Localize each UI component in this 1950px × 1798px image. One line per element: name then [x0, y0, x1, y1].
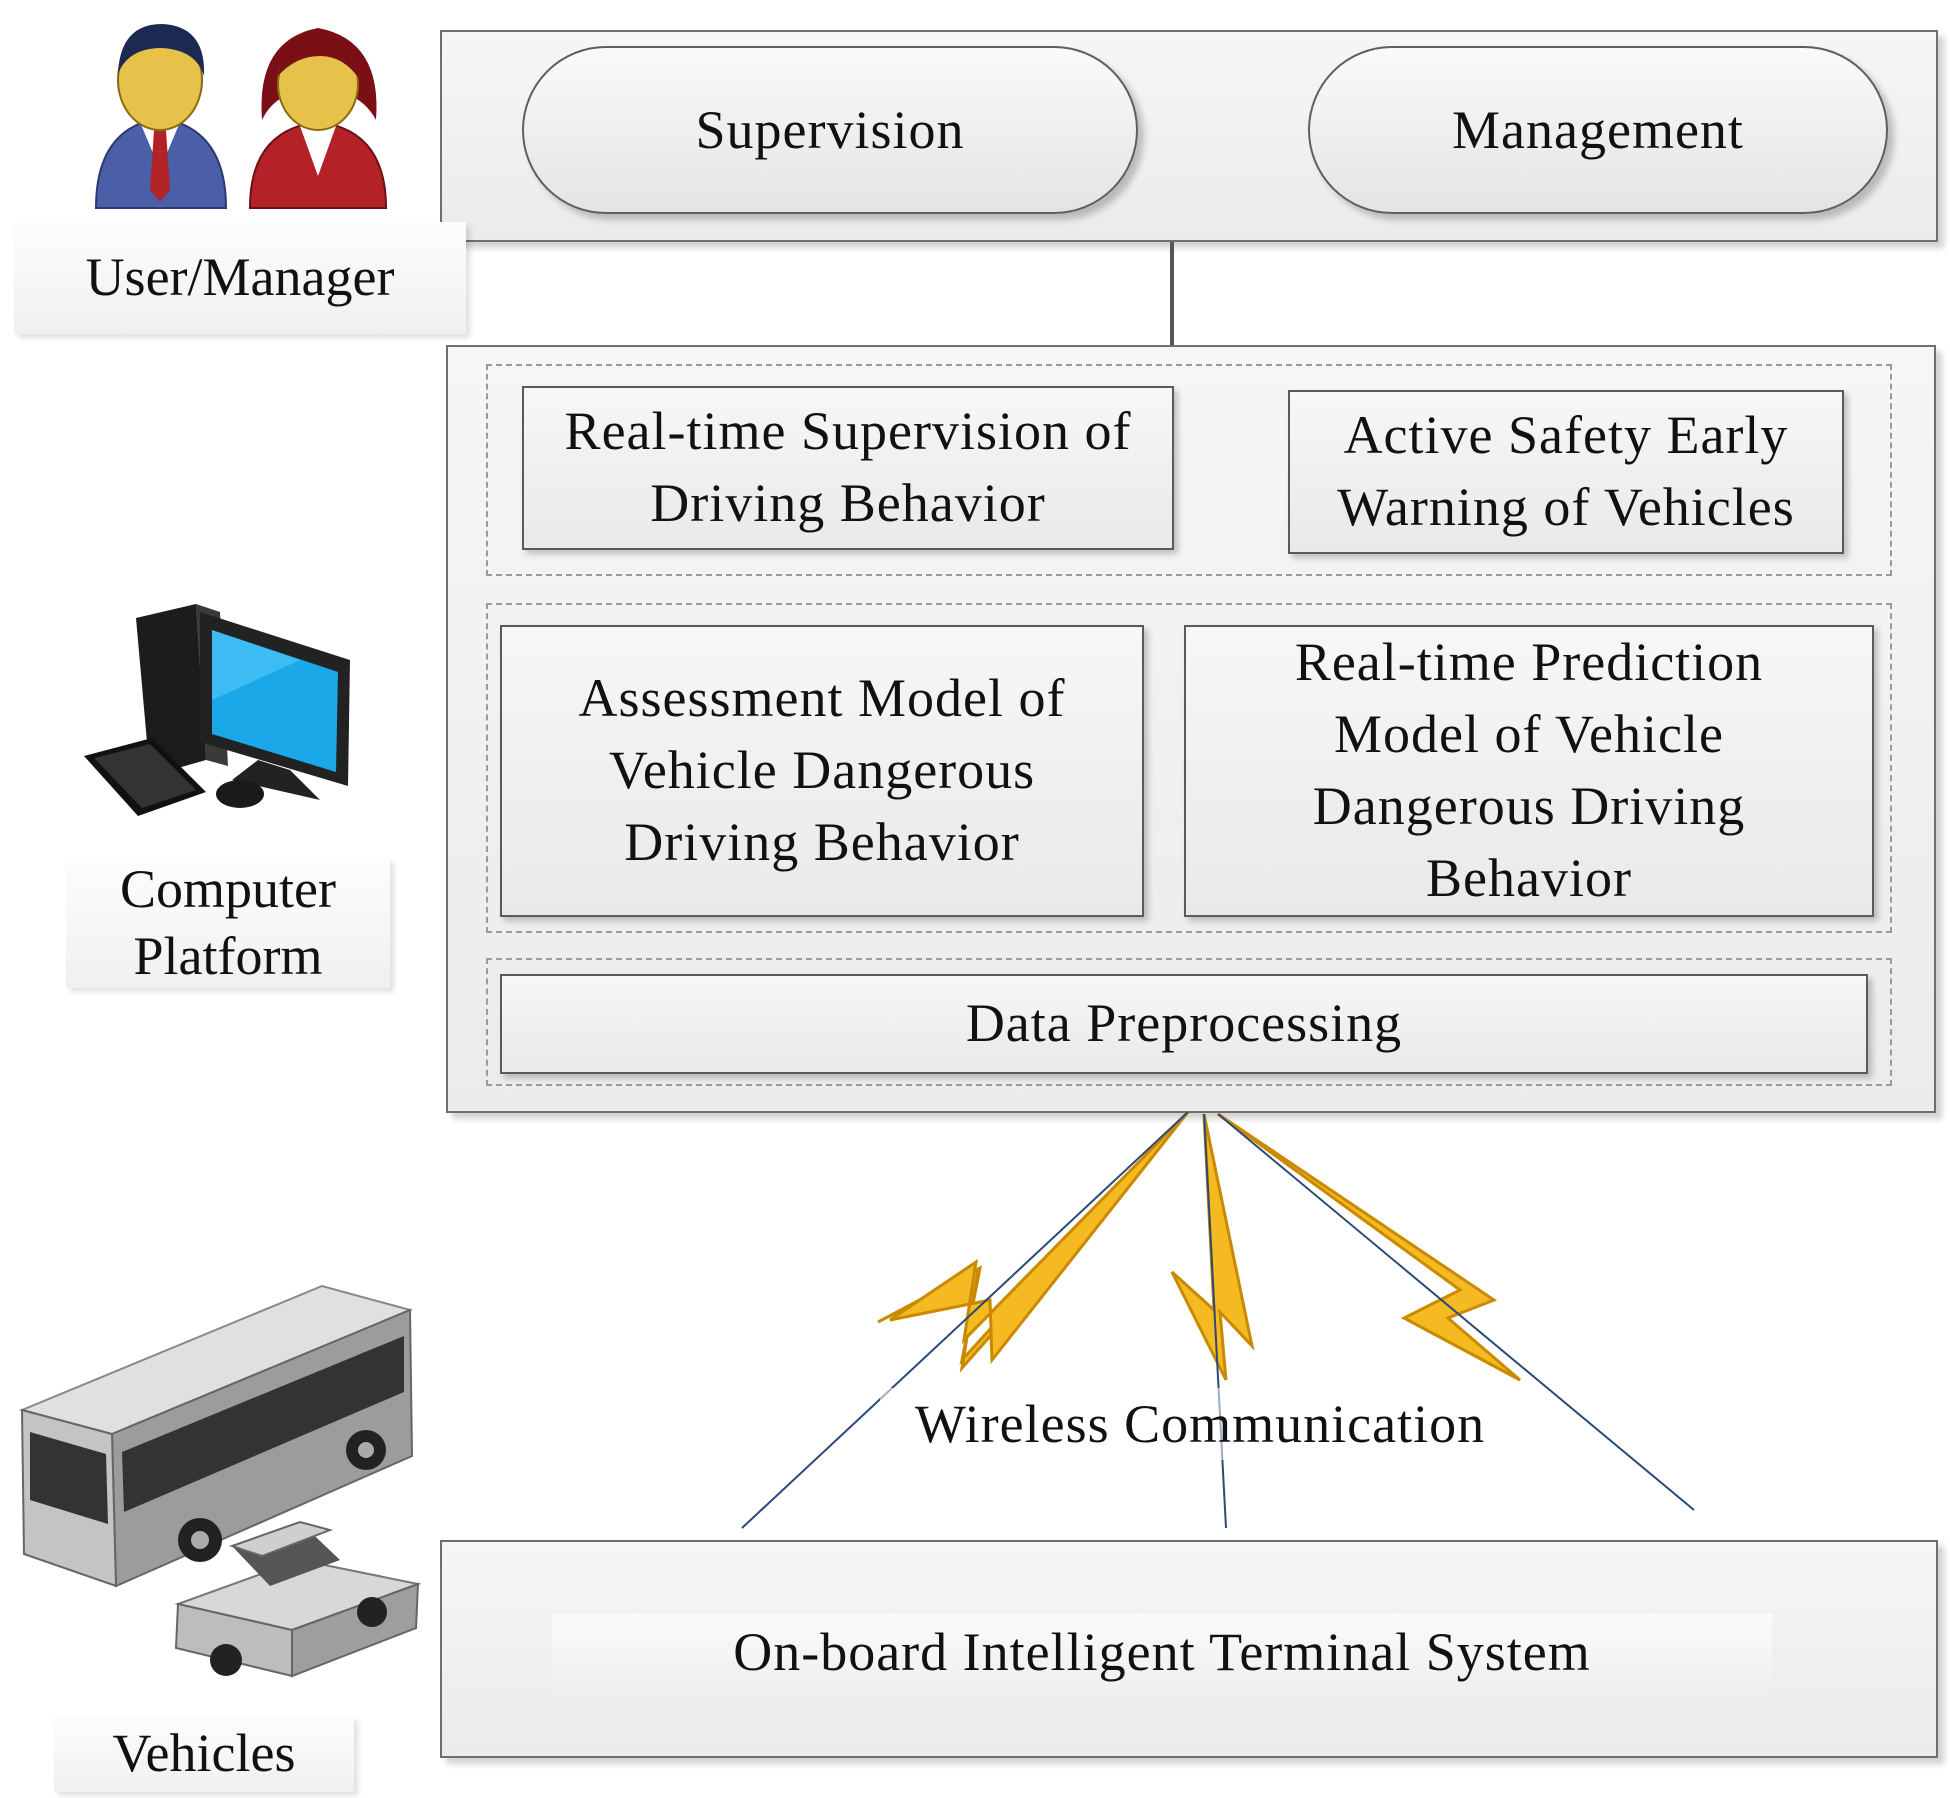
- supervision-pill: Supervision: [522, 46, 1138, 214]
- application-group: [486, 364, 1892, 576]
- lightning-bolt-right: [1217, 1112, 1521, 1382]
- vehicles-label: Vehicles: [54, 1716, 354, 1792]
- car-icon: [174, 1520, 422, 1678]
- wireless-communication-label: Wireless Communication: [880, 1388, 1520, 1460]
- bus-icon: [18, 1284, 414, 1588]
- realtime-supervision-box: Real-time Supervision of Driving Behavio…: [522, 386, 1174, 550]
- lightning-bolt-left: [877, 1110, 1190, 1373]
- data-preprocessing-box: Data Preprocessing: [500, 974, 1868, 1074]
- model-group: [486, 603, 1892, 933]
- assessment-model-box: Assessment Model of Vehicle Dangerous Dr…: [500, 625, 1144, 917]
- user-manager-label: User/Manager: [14, 222, 466, 334]
- lightning-icon: [741, 1110, 1695, 1529]
- management-pill: Management: [1308, 46, 1888, 214]
- active-safety-warning-box: Active Safety Early Warning of Vehicles: [1288, 390, 1844, 554]
- prediction-model-box: Real-time Prediction Model of Vehicle Da…: [1184, 625, 1874, 917]
- connector-line: [1170, 242, 1174, 346]
- computer-platform-label: Computer Platform: [66, 858, 390, 988]
- preprocessing-group: [486, 958, 1892, 1086]
- onboard-system-label: On-board Intelligent Terminal System: [552, 1614, 1772, 1690]
